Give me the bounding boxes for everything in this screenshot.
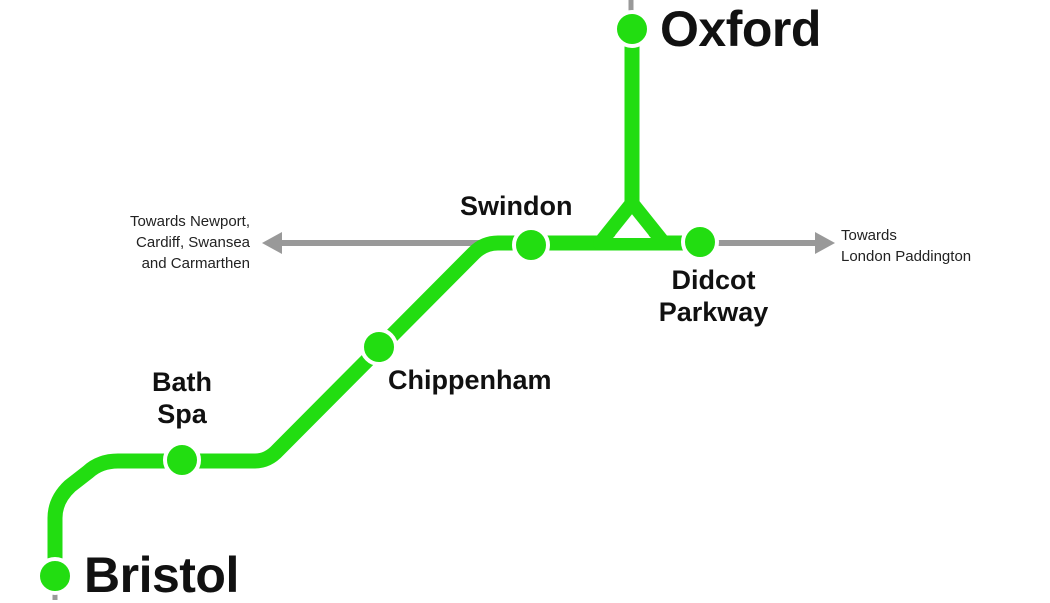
west-label-line3: and Carmarthen xyxy=(141,255,250,272)
station-label-bath-spa[interactable]: Bath Spa xyxy=(130,366,234,431)
station-swindon-marker[interactable] xyxy=(512,226,550,264)
east-label-line2: London Paddington xyxy=(841,248,972,265)
station-label-didcot-parkway[interactable]: Didcot Parkway xyxy=(636,264,791,329)
bath-label-line1: Bath xyxy=(152,367,212,397)
station-label-swindon[interactable]: Swindon xyxy=(460,191,573,221)
didcot-label-line1: Didcot xyxy=(671,265,756,295)
junction-triangle xyxy=(593,196,671,250)
didcot-label-line2: Parkway xyxy=(658,297,769,328)
station-label-chippenham[interactable]: Chippenham xyxy=(388,365,552,395)
station-label-bristol[interactable]: Bristol xyxy=(84,547,239,603)
station-bath-spa-marker[interactable] xyxy=(163,441,201,479)
bath-label-line2: Spa xyxy=(157,399,207,430)
west-label-line2: Cardiff, Swansea xyxy=(136,234,250,251)
direction-label-west: Towards Newport, Cardiff, Swansea and Ca… xyxy=(60,211,250,274)
station-didcot-parkway-marker[interactable] xyxy=(681,223,719,261)
west-label-line1: Towards Newport, xyxy=(129,213,250,230)
junction-triangle-inner xyxy=(613,218,651,238)
west-arrow xyxy=(262,232,488,254)
station-bristol-marker[interactable] xyxy=(36,557,74,595)
station-label-oxford[interactable]: Oxford xyxy=(660,1,821,57)
station-chippenham-marker[interactable] xyxy=(360,328,398,366)
east-arrow xyxy=(710,232,835,254)
east-label-line1: Towards xyxy=(841,227,897,244)
direction-label-east: Towards London Paddington xyxy=(841,225,971,267)
station-oxford-marker[interactable] xyxy=(613,10,651,48)
